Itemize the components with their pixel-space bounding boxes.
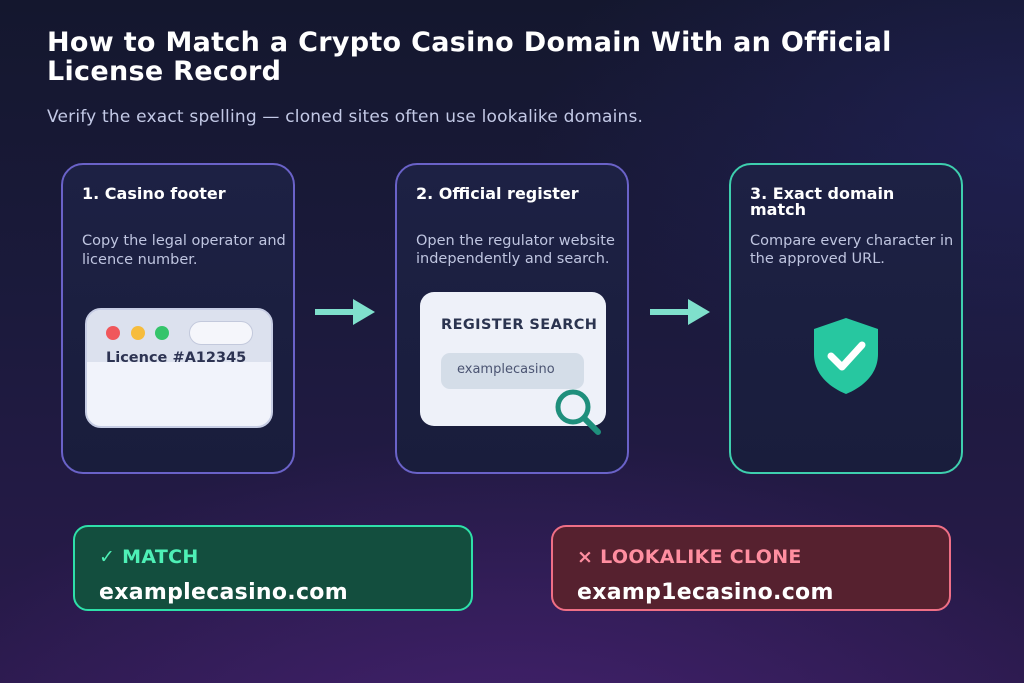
register-search-mock: REGISTER SEARCH examplecasino	[420, 292, 606, 426]
address-bar	[189, 321, 253, 345]
step-card-official-register: 2. Official register Open the regulator …	[395, 163, 629, 474]
page-subtitle: Verify the exact spelling — cloned sites…	[47, 107, 644, 127]
step-description: Compare every character in the approved …	[750, 233, 954, 267]
clone-label: × LOOKALIKE CLONE	[577, 546, 802, 568]
register-search-field: examplecasino	[441, 353, 584, 389]
register-heading: REGISTER SEARCH	[441, 317, 598, 333]
arrow-right-icon	[650, 299, 710, 325]
close-dot-icon	[106, 326, 120, 340]
licence-number: Licence #A12345	[106, 350, 247, 366]
match-domain: examplecasino.com	[99, 580, 348, 605]
step-title: 3. Exact domain match	[750, 184, 895, 219]
step-description: Copy the legal operator and licence numb…	[82, 233, 286, 268]
match-label: ✓ MATCH	[99, 546, 199, 568]
maximize-dot-icon	[155, 326, 169, 340]
register-search-value: examplecasino	[457, 362, 555, 377]
minimize-dot-icon	[131, 326, 145, 340]
page-title: How to Match a Crypto Casino Domain With…	[47, 27, 892, 87]
step-card-casino-footer: 1. Casino footer Copy the legal operator…	[61, 163, 295, 474]
match-result-box: ✓ MATCH examplecasino.com	[73, 525, 473, 611]
clone-domain: examp1ecasino.com	[577, 580, 834, 605]
shield-check-icon	[814, 318, 878, 394]
step-card-exact-domain-match: 3. Exact domain match Compare every char…	[729, 163, 963, 474]
arrow-right-icon	[315, 299, 375, 325]
magnifier-icon	[555, 389, 601, 435]
step-description: Open the regulator website independently…	[416, 233, 615, 267]
step-title: 2. Official register	[416, 184, 579, 203]
step-title: 1. Casino footer	[82, 184, 226, 203]
clone-result-box: × LOOKALIKE CLONE examp1ecasino.com	[551, 525, 951, 611]
browser-window-mock: Licence #A12345	[85, 308, 273, 428]
